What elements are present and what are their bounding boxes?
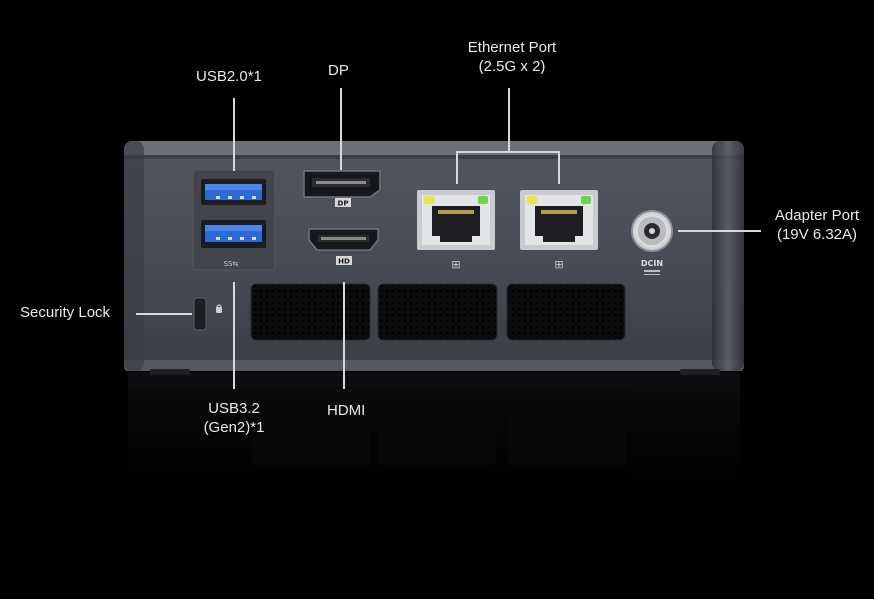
hdmi-leader-line <box>343 282 345 389</box>
usb20-leader-line <box>233 98 235 171</box>
usb32-label-line1: USB3.2 <box>208 400 260 417</box>
chassis-reflection <box>128 372 740 522</box>
usb32-leader-line <box>233 282 235 389</box>
security-lock-label: Security Lock <box>20 304 111 321</box>
usb20-label: USB2.0*1 <box>196 68 262 85</box>
usb-ss-marking: SS⇆ <box>224 260 239 268</box>
dc-in-port: DCIN <box>631 210 673 275</box>
security-lock-leader-line <box>136 313 192 315</box>
ethernet-port-left: ⊞ <box>417 190 495 271</box>
dp-leader-line <box>340 88 342 170</box>
usb-group: SS⇆ <box>192 169 276 271</box>
usb-port-top <box>201 179 266 205</box>
dp-label: DP <box>328 62 349 79</box>
usb32-label-line2: (Gen2)*1 <box>203 419 265 436</box>
network-icon: ⊞ <box>554 259 563 271</box>
vent-grilles <box>250 283 626 341</box>
adapter-label-line1: Adapter Port <box>774 207 860 224</box>
ethernet-port-right: ⊞ <box>520 190 598 271</box>
ethernet-leader-left <box>456 151 458 184</box>
hdmi-label: HDMI <box>327 402 366 419</box>
adapter-label: Adapter Port (19V 6.32A) <box>764 206 870 244</box>
ethernet-leader-right <box>558 151 560 184</box>
dcin-marking: DCIN <box>641 259 663 268</box>
ethernet-leader-bar <box>456 151 560 153</box>
hdmi-marking: HD <box>338 258 350 266</box>
adapter-label-line2: (19V 6.32A) <box>776 226 858 243</box>
security-lock-slot <box>193 297 222 331</box>
ethernet-label-line1: Ethernet Port <box>467 39 557 56</box>
adapter-leader-line <box>678 230 761 232</box>
usb32-label: USB3.2 (Gen2)*1 <box>188 399 280 437</box>
dp-marking: DP <box>338 200 349 208</box>
ethernet-label: Ethernet Port (2.5G x 2) <box>452 38 572 76</box>
ethernet-label-line2: (2.5G x 2) <box>478 58 546 75</box>
network-icon: ⊞ <box>451 259 460 271</box>
ethernet-leader-stem <box>508 88 510 151</box>
usb-port-bottom <box>201 220 266 248</box>
hdmi-port: HD <box>308 228 379 266</box>
displayport: DP <box>303 170 381 208</box>
